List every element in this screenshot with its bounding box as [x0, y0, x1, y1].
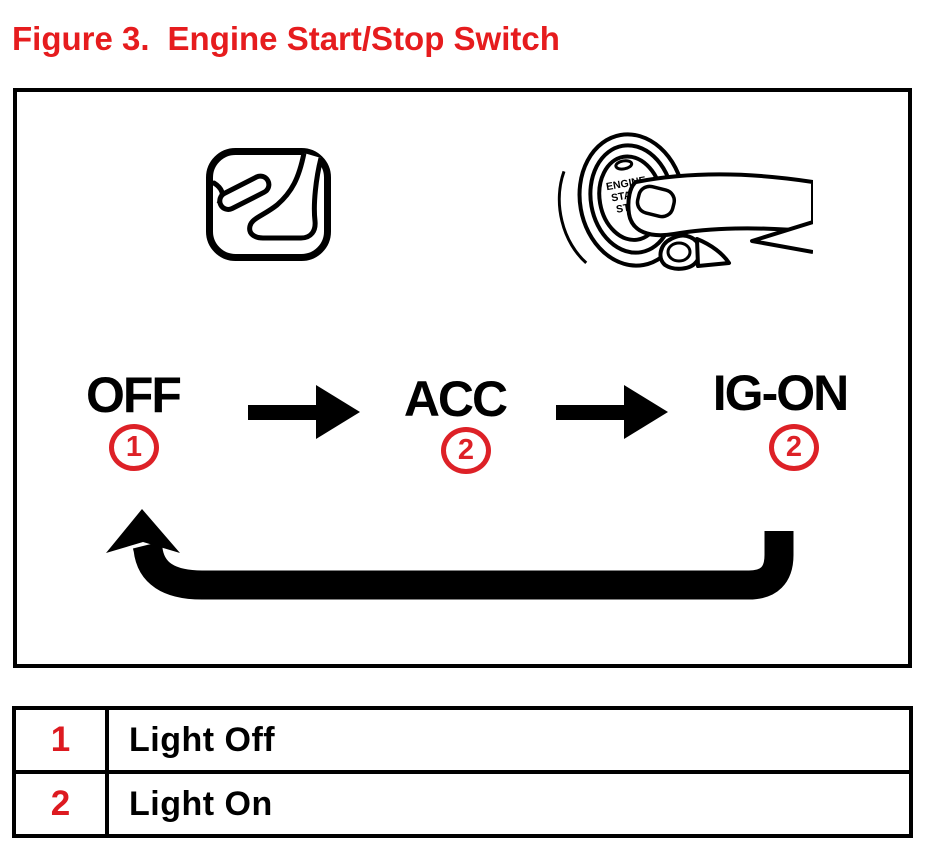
figure-caption: Engine Start/Stop Switch [167, 20, 560, 57]
state-label-acc: ACC [403, 371, 508, 427]
legend-row-1: 1 Light Off [12, 706, 913, 774]
state-label-off: OFF [86, 367, 182, 423]
right-arrow-icon [556, 385, 668, 439]
diagram-panel: ENGINE START STOP OFF 1 ACC 2 IG-ON 2 [13, 88, 912, 668]
brake-pedal-icon [206, 148, 331, 261]
legend-table: 1 Light Off 2 Light On [12, 706, 913, 838]
state-marker-ig-on-number: 2 [785, 431, 803, 463]
pressing-finger-icon [626, 172, 813, 271]
state-marker-acc-number: 2 [457, 434, 475, 466]
figure-number: Figure 3. [12, 20, 150, 57]
state-marker-ig-on: 2 [769, 424, 819, 471]
legend-value-2: Light On [105, 770, 913, 838]
legend-row-2: 2 Light On [12, 770, 913, 838]
legend-key-1: 1 [12, 706, 109, 774]
legend-value-1: Light Off [105, 706, 913, 774]
engine-start-stop-button-icon: ENGINE START STOP [557, 132, 813, 271]
state-label-ig-on: IG-ON [712, 365, 849, 421]
state-marker-acc: 2 [441, 427, 491, 474]
figure-title: Figure 3. Engine Start/Stop Switch [12, 20, 560, 58]
right-arrow-icon [248, 385, 360, 439]
legend-key-2: 2 [12, 770, 109, 838]
return-arrow-icon [106, 509, 794, 600]
state-marker-off-number: 1 [125, 431, 143, 463]
state-marker-off: 1 [109, 424, 159, 471]
